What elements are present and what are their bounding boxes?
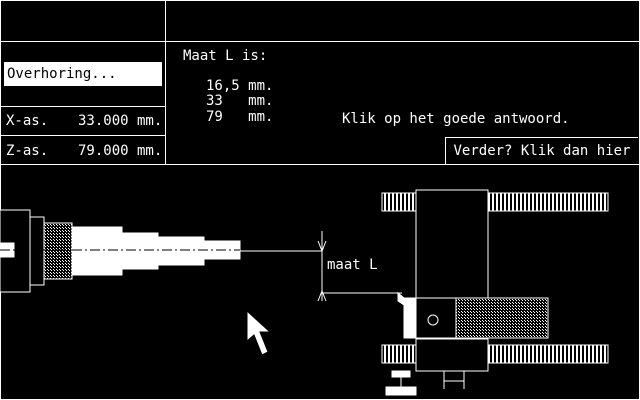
divider-row-x bbox=[0, 106, 165, 107]
answer-option-2[interactable]: 33 mm. bbox=[206, 93, 274, 109]
workpiece bbox=[0, 209, 241, 293]
dimension-lines bbox=[240, 231, 402, 302]
tool-post bbox=[381, 189, 609, 396]
divider-left-panel bbox=[165, 0, 166, 164]
divider-top bbox=[0, 41, 640, 42]
instruction-text: Klik op het goede antwoord. bbox=[342, 111, 570, 127]
z-axis-label: Z-as. bbox=[6, 143, 49, 159]
mouse-cursor-icon bbox=[246, 309, 272, 356]
divider-middle bbox=[0, 164, 640, 165]
dimension-label: maat L bbox=[327, 257, 378, 273]
x-axis-value: 33.000 mm. bbox=[78, 113, 163, 129]
next-button[interactable]: Verder? Klik dan hier bbox=[445, 137, 638, 164]
answer-option-3[interactable]: 79 mm. bbox=[206, 109, 274, 125]
answer-option-1[interactable]: 16,5 mm. bbox=[206, 78, 274, 94]
z-axis-value: 79.000 mm. bbox=[78, 143, 163, 159]
status-field: Overhoring... bbox=[4, 62, 162, 86]
divider-row-z bbox=[0, 135, 165, 136]
lathe-diagram: maat L bbox=[0, 189, 609, 396]
x-axis-label: X-as. bbox=[6, 113, 49, 129]
question-title: Maat L is: bbox=[183, 48, 268, 64]
